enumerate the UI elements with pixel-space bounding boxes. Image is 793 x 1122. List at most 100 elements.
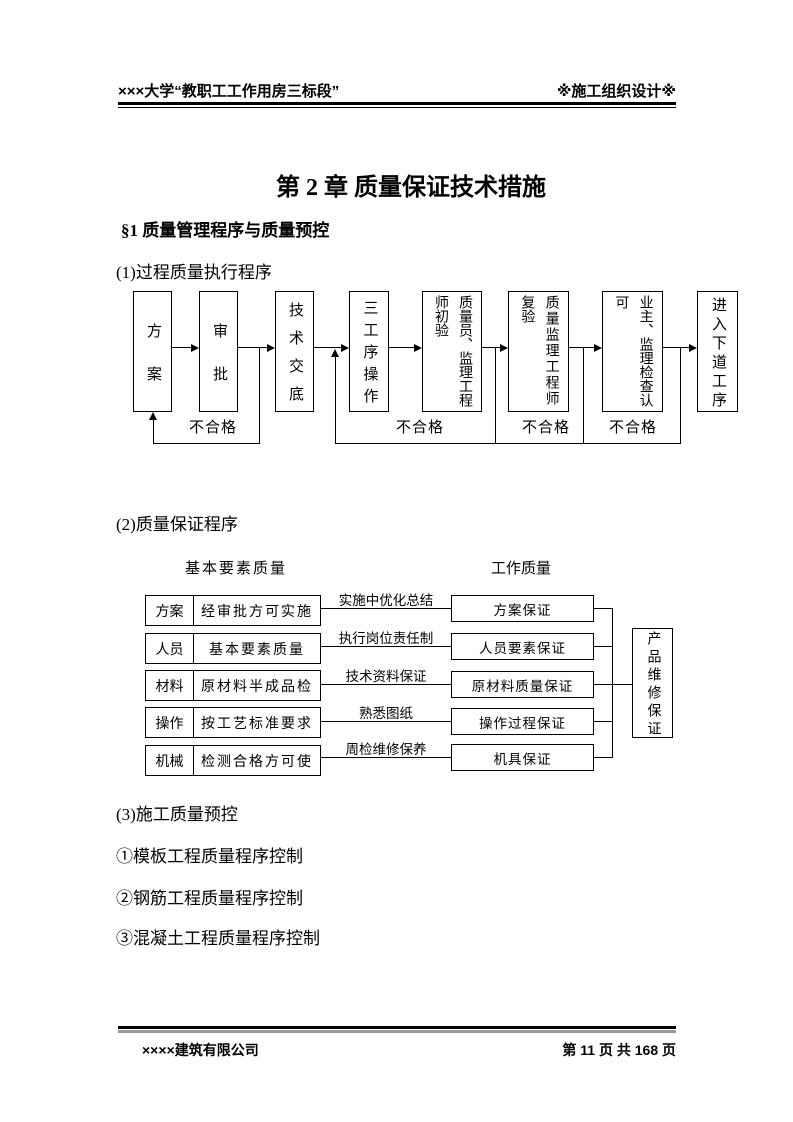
arrow-right-7 <box>689 344 697 352</box>
flow2-stub-3 <box>594 684 612 685</box>
paragraph-precontrol: (3)施工质量预控 <box>116 805 238 824</box>
arrow-up-b <box>331 349 339 357</box>
flow1-box-next-process: 进入下道工序 <box>697 291 738 412</box>
flow1-fail-label-4: 不合格 <box>608 420 657 436</box>
flow1-box-initial-inspection-col1: 质量员、监理工程 <box>457 295 472 407</box>
flow1-box-review: 审批 <box>199 291 238 412</box>
paragraph-process-quality: (1)过程质量执行程序 <box>116 263 272 282</box>
flow2-row-material-factor: 材料 <box>146 671 194 700</box>
precontrol-item-rebar: ②钢筋工程质量程序控制 <box>116 889 303 908</box>
section-heading: §1 质量管理程序与质量预控 <box>121 221 330 240</box>
flow1-box-plan: 方案 <box>133 291 172 412</box>
flow1-box-reinspection: 质量监理工程师 复验 <box>508 291 569 412</box>
footer-page-number: 第 11 页 共 168 页 <box>562 1042 676 1058</box>
precontrol-item-formwork: ①模板工程质量程序控制 <box>116 847 303 866</box>
header-rule-thin <box>118 107 676 108</box>
flow2-link-label-4: 熟悉图纸 <box>359 706 413 721</box>
flow1-box-tech-disclosure-label: 技术交底 <box>287 302 303 412</box>
paragraph-quality-assurance: (2)质量保证程序 <box>116 515 238 534</box>
flow1-feedback-a-bottom <box>153 443 260 444</box>
flow2-right-column-header: 工作质量 <box>490 561 551 577</box>
flow2-product-box: 产品维修保证 <box>632 628 673 738</box>
footer-company: ××××建筑有限公司 <box>142 1042 259 1058</box>
chapter-title: 第 2 章 质量保证技术措施 <box>276 175 546 201</box>
flow2-row-operation-factor: 操作 <box>146 708 194 737</box>
flow2-row-operation: 操作 按工艺标准要求 <box>145 707 321 738</box>
flow1-connector-7 <box>663 347 690 348</box>
flow1-box-owner-confirm-col1: 业主、监理检查认 <box>637 295 653 407</box>
flow1-box-owner-confirm: 业主、监理检查认 可 <box>602 291 663 412</box>
flow1-box-review-label: 审批 <box>211 322 227 409</box>
flow2-link-label-1: 实施中优化总结 <box>338 593 434 608</box>
footer-rule-shadow <box>118 1030 676 1033</box>
flow2-left-column-header: 基本要素质量 <box>184 561 287 577</box>
flow1-connector-6 <box>569 347 595 348</box>
flow2-row-personnel-factor: 人员 <box>146 634 194 663</box>
flow1-box-three-process-label: 三工序操作 <box>361 300 378 410</box>
flow1-box-reinspection-col1: 质量监理工程师 <box>543 295 559 407</box>
flow2-stub-4 <box>594 721 612 722</box>
flow2-assurance-plan: 方案保证 <box>451 595 594 622</box>
flow1-box-reinspection-col2: 复验 <box>519 295 535 323</box>
flow1-fail-label-3: 不合格 <box>521 420 570 436</box>
flow1-box-owner-confirm-col2: 可 <box>613 295 629 309</box>
flow2-link-line-3 <box>321 684 451 685</box>
flow2-link-line-2 <box>321 646 451 647</box>
flow2-row-machine-requirement: 检测合格方可使 <box>201 754 313 770</box>
flow2-bus-line <box>612 608 613 758</box>
arrow-right-6 <box>594 344 602 352</box>
arrow-right-3 <box>341 344 349 352</box>
flow2-link-label-5: 周检维修保养 <box>345 742 427 757</box>
flow1-fail-label-2: 不合格 <box>395 420 444 436</box>
flow1-feedback-a-rise <box>153 420 154 443</box>
flow2-stub-5 <box>594 757 612 758</box>
flow1-box-initial-inspection: 质量员、监理工程 师初验 <box>422 291 482 412</box>
flow1-connector-3 <box>314 347 342 348</box>
flow1-connector-4 <box>389 347 415 348</box>
flow2-row-material: 材料 原材料半成品检 <box>145 670 321 701</box>
flow1-connector-1 <box>172 347 192 348</box>
flow1-feedback-a-drop <box>259 348 260 443</box>
flow2-row-material-requirement: 原材料半成品检 <box>201 679 313 695</box>
footer-rule-thick <box>118 1026 676 1029</box>
flow2-link-line-1 <box>321 608 451 609</box>
flow2-row-personnel-requirement: 基本要素质量 <box>209 642 305 658</box>
flow2-link-label-3: 技术资料保证 <box>345 669 427 684</box>
flow2-link-line-4 <box>321 721 451 722</box>
flow1-box-next-process-label: 进入下道工序 <box>710 296 726 411</box>
precontrol-item-concrete: ③混凝土工程质量程序控制 <box>116 929 320 948</box>
flow1-box-plan-label: 方案 <box>145 322 161 409</box>
flow1-feedback-b-rise <box>335 357 336 443</box>
flow2-assurance-personnel: 人员要素保证 <box>451 633 594 660</box>
flow2-product-label: 产品维修保证 <box>645 631 661 738</box>
flow2-link-line-5 <box>321 757 451 758</box>
flow2-assurance-machine: 机具保证 <box>451 744 594 771</box>
header-doc-type: ※施工组织设计※ <box>556 83 676 100</box>
flow2-row-personnel: 人员 基本要素质量 <box>145 633 321 664</box>
flow1-feedback-b-drop1 <box>495 348 496 443</box>
flow2-stub-2 <box>594 646 612 647</box>
arrow-right-1 <box>191 344 199 352</box>
flow1-box-initial-inspection-col2: 师初验 <box>433 295 448 337</box>
flow2-row-plan-requirement: 经审批方可实施 <box>201 604 313 620</box>
flow2-stub-1 <box>594 608 612 609</box>
arrow-up-a <box>149 412 157 420</box>
flow2-product-link <box>613 684 632 685</box>
flow2-assurance-material: 原材料质量保证 <box>451 671 594 698</box>
flow1-feedback-b-bottom <box>335 443 681 444</box>
flow2-row-machine-factor: 机械 <box>146 746 194 775</box>
arrow-right-5 <box>500 344 508 352</box>
flow1-connector-5 <box>482 347 501 348</box>
flow2-row-machine: 机械 检测合格方可使 <box>145 745 321 776</box>
flow2-row-plan: 方案 经审批方可实施 <box>145 595 321 626</box>
flow1-feedback-b-drop3 <box>680 348 681 443</box>
flow1-box-tech-disclosure: 技术交底 <box>275 291 314 412</box>
header-project-title: ×××大学“教职工工作用房三标段” <box>118 83 340 100</box>
flow2-row-operation-requirement: 按工艺标准要求 <box>201 716 313 732</box>
arrow-right-2 <box>267 344 275 352</box>
flow2-link-label-2: 执行岗位责任制 <box>338 631 434 646</box>
flow1-fail-label-1: 不合格 <box>188 420 237 436</box>
flow2-row-plan-factor: 方案 <box>146 596 194 625</box>
flow1-feedback-b-drop2 <box>583 348 584 443</box>
